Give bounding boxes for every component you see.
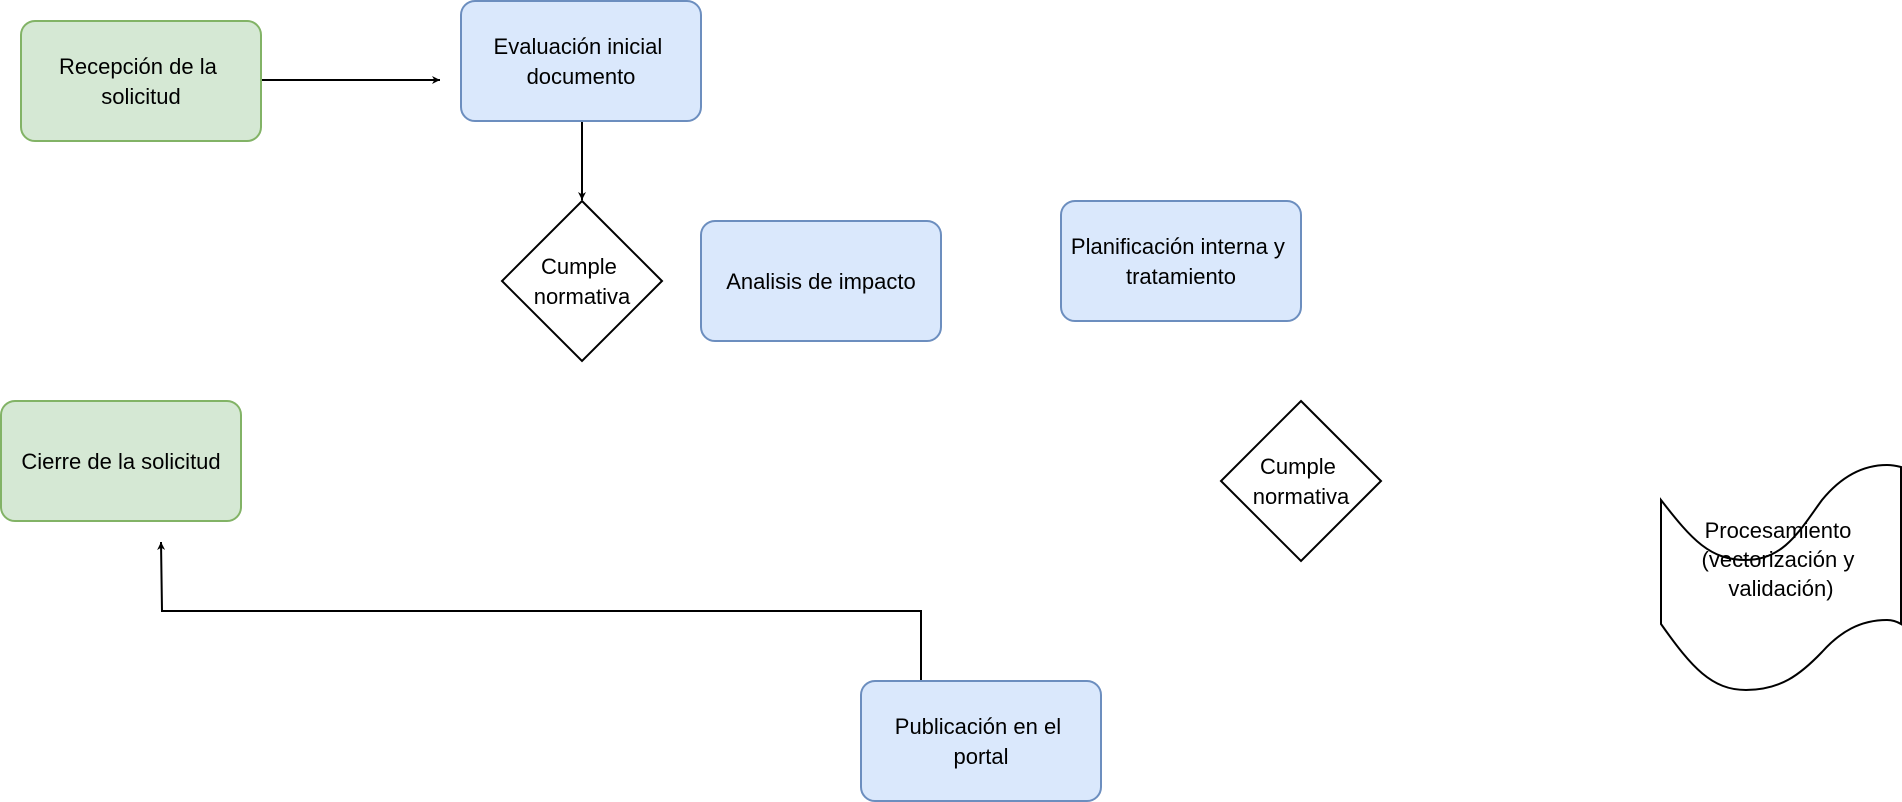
svg-text:Analisis de impacto: Analisis de impacto (726, 269, 916, 294)
node-publication-label-line-2: portal (953, 744, 1008, 769)
node-evaluation-label-line-1: Evaluación inicial (494, 34, 663, 59)
node-decision-2[interactable]: Cumple normativa (1219, 399, 1383, 563)
node-closure-label-line-1: Cierre de la solicitud (21, 449, 220, 474)
node-reception-label-line-2: solicitud (101, 84, 180, 109)
svg-text:Publicación en el port: Publicación en el portal (895, 714, 1067, 769)
node-decision-1-label-line-1: Cumple (541, 254, 617, 279)
svg-text:Cumple normativa: Cumple normativa (534, 254, 631, 309)
node-impact-analysis-label-line-1: Analisis de impacto (726, 269, 916, 294)
node-decision-2-label-line-2: normativa (1253, 484, 1350, 509)
node-reception-label-line-1: Recepción de la (59, 54, 218, 79)
node-evaluation-label-line-2: documento (527, 64, 636, 89)
node-reception[interactable]: Recepción de la solicitud (20, 20, 262, 142)
node-planning[interactable]: Planificación interna y tratamiento (1060, 200, 1302, 322)
node-processing-label-line-2: (vectorización y (1702, 547, 1855, 572)
node-processing[interactable]: Procesamiento (vectorización y validació… (1660, 463, 1902, 692)
svg-text:Evaluación inicial doc: Evaluación inicial documento (494, 34, 669, 89)
svg-text:Procesamiento (vectori: Procesamiento (vectorización y validació… (1702, 518, 1861, 601)
svg-text:Cumple normativa: Cumple normativa (1253, 454, 1350, 509)
node-evaluation[interactable]: Evaluación inicial documento (460, 0, 702, 122)
node-decision-1-label-line-2: normativa (534, 284, 631, 309)
node-decision-2-label-line-1: Cumple (1260, 454, 1336, 479)
node-planning-label-line-2: tratamiento (1126, 264, 1236, 289)
svg-text:Cierre de la solicitud: Cierre de la solicitud (21, 449, 220, 474)
node-publication[interactable]: Publicación en el portal (860, 680, 1102, 802)
node-impact-analysis[interactable]: Analisis de impacto (700, 220, 942, 342)
node-decision-1[interactable]: Cumple normativa (500, 199, 664, 363)
svg-text:Recepción de la solici: Recepción de la solicitud (59, 54, 223, 109)
node-publication-label-line-1: Publicación en el (895, 714, 1061, 739)
node-processing-label-line-1: Procesamiento (1705, 518, 1852, 543)
node-processing-label-line-3: validación) (1728, 576, 1833, 601)
svg-text:Planificación interna y: Planificación interna y tratamiento (1071, 234, 1291, 289)
node-closure[interactable]: Cierre de la solicitud (0, 400, 242, 522)
edges (157, 76, 922, 680)
edge-publication-to-closure[interactable] (157, 541, 922, 680)
node-planning-label-line-1: Planificación interna y (1071, 234, 1285, 259)
